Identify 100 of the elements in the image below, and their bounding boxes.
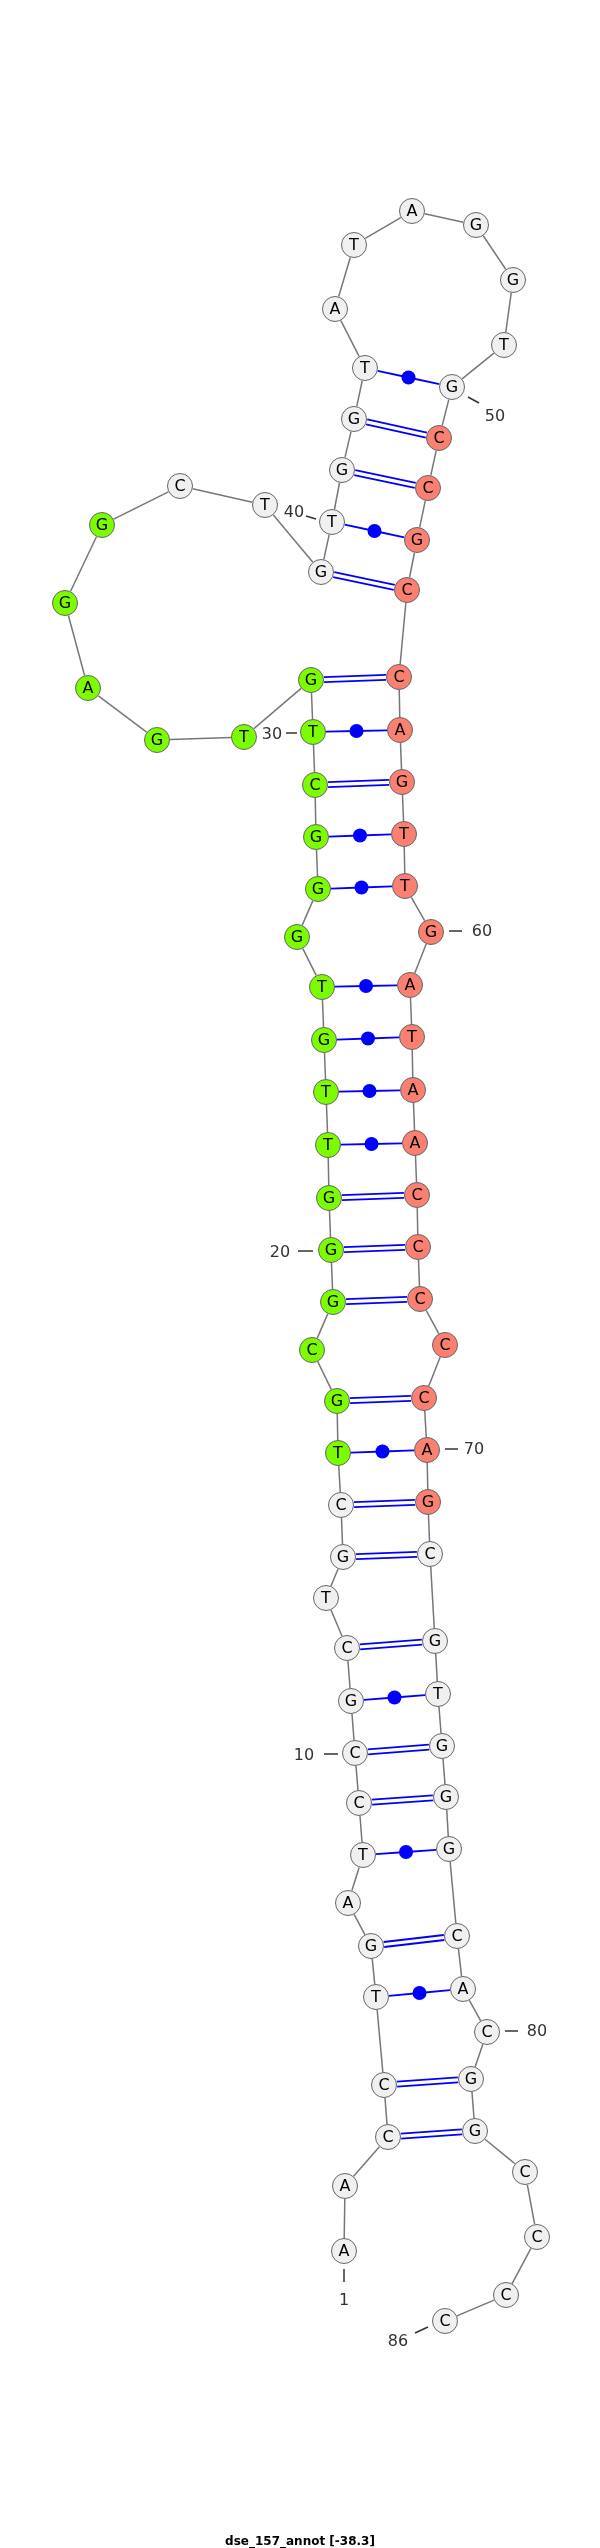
- backbone-line: [414, 943, 427, 974]
- backbone-line: [338, 1465, 341, 1493]
- backbone-line: [67, 614, 86, 677]
- base-pair-line: [355, 1551, 418, 1560]
- backbone-line: [441, 398, 450, 427]
- backbone-line: [428, 1356, 441, 1387]
- backbone-line: [356, 379, 363, 408]
- backbone-line: [315, 849, 319, 877]
- backbone-line: [411, 1049, 414, 1078]
- position-number: 30: [261, 726, 283, 742]
- backbone-line: [438, 1706, 442, 1734]
- backbone-line: [398, 689, 401, 718]
- position-number: 86: [387, 2333, 409, 2349]
- base-pair-line: [343, 523, 406, 539]
- base-pair-line: [336, 1036, 400, 1041]
- backbone-line: [409, 997, 413, 1025]
- backbone-line: [412, 1102, 416, 1131]
- position-number: 10: [293, 1747, 315, 1763]
- backbone-line: [333, 482, 341, 510]
- base-pair-line: [363, 1694, 426, 1701]
- base-pair-line: [375, 1849, 437, 1855]
- base-pair-line: [399, 2128, 464, 2140]
- backbone-line: [314, 797, 317, 825]
- backbone-line: [449, 1861, 457, 1924]
- backbone-line: [371, 1958, 376, 1985]
- base-pair-line: [343, 1244, 406, 1253]
- backbone-line: [471, 2091, 475, 2119]
- backbone-line: [253, 687, 302, 730]
- position-number: 40: [283, 504, 305, 520]
- base-pair-line: [366, 1743, 431, 1756]
- base-pair-line: [395, 2076, 460, 2088]
- backbone-line: [430, 449, 437, 477]
- base-pair-line: [341, 1192, 405, 1201]
- backbone-line: [321, 999, 325, 1028]
- backbone-line: [416, 1207, 419, 1235]
- base-pair-line: [350, 1449, 415, 1454]
- base-pair-line: [338, 1089, 401, 1093]
- backbone-line: [376, 2009, 384, 2073]
- backbone-line: [359, 1815, 363, 1843]
- backbone-line: [526, 2184, 536, 2225]
- backbone-line: [169, 736, 232, 741]
- caption: dse_157_annot [-38.3]: [224, 2533, 376, 2548]
- position-number: 70: [463, 1441, 485, 1457]
- position-number: 50: [484, 408, 506, 424]
- backbone-line: [399, 742, 403, 770]
- backbone-line: [430, 1566, 435, 1629]
- backbone-line: [423, 213, 465, 223]
- backbone-line: [442, 1758, 446, 1785]
- position-number: 60: [471, 923, 493, 939]
- base-pair-line: [325, 729, 388, 733]
- backbone-line: [401, 794, 405, 822]
- backbone-line: [484, 2138, 516, 2165]
- base-pair-line: [358, 1638, 424, 1651]
- base-pair-line: [328, 833, 392, 838]
- base-pair-line: [388, 1989, 451, 1997]
- backbone-line: [69, 536, 98, 592]
- position-number: 1: [338, 2292, 350, 2308]
- base-pair-line: [323, 674, 387, 683]
- backbone-line: [301, 900, 314, 926]
- backbone-line: [351, 1866, 360, 1892]
- backbone-line: [505, 292, 512, 333]
- base-pair-line: [327, 779, 390, 788]
- base-pair-line: [376, 369, 441, 386]
- backbone-line: [351, 1713, 355, 1741]
- backbone-line: [457, 1948, 463, 1977]
- base-pair-line: [365, 418, 428, 439]
- backbone-line: [399, 602, 407, 665]
- backbone-line: [330, 1568, 339, 1587]
- backbone-line: [408, 552, 416, 578]
- base-pair-line: [330, 885, 393, 890]
- backbone-line: [482, 235, 507, 270]
- base-pair-line: [345, 1296, 408, 1305]
- backbone-line: [347, 1660, 351, 1689]
- position-number: 80: [526, 2023, 548, 2039]
- position-number: 20: [269, 1244, 291, 1260]
- backbone-line: [327, 1157, 330, 1186]
- base-pair-line: [353, 1499, 416, 1508]
- backbone-line: [427, 1514, 431, 1542]
- base-pair-line: [340, 1142, 403, 1146]
- backbone-line: [310, 692, 314, 720]
- backbone-line: [328, 1210, 332, 1238]
- backbone-line: [418, 499, 427, 529]
- backbone-line: [337, 256, 352, 298]
- backbone-line: [325, 1104, 329, 1133]
- base-pair-line: [370, 1794, 435, 1806]
- backbone-line: [272, 514, 314, 563]
- backbone-line: [474, 2043, 484, 2068]
- backbone-line: [417, 1259, 421, 1287]
- base-pair-line: [382, 1934, 446, 1948]
- backbone-line: [435, 1653, 438, 1682]
- backbone-line: [316, 1313, 329, 1339]
- backbone-line: [191, 488, 254, 503]
- backbone-line: [344, 430, 352, 459]
- backbone-line: [330, 1609, 343, 1637]
- backbone-line: [343, 2198, 346, 2239]
- backbone-line: [312, 744, 316, 773]
- base-pair-line: [353, 469, 417, 489]
- backbone-line: [456, 2299, 495, 2317]
- base-pair-line: [349, 1395, 412, 1404]
- backbone-line: [323, 533, 330, 561]
